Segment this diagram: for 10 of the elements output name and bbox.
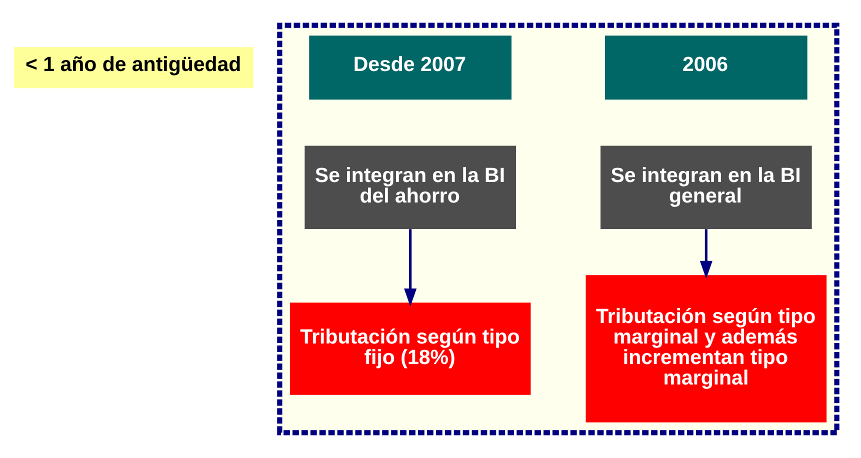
node-box: Tributación según tipo marginal y además incrementan tipo marginal: [586, 275, 827, 422]
arrow: [700, 229, 712, 279]
node-box: Se integran en la BI del ahorro: [304, 146, 516, 229]
cluster: [277, 22, 840, 436]
node-box: < 1 año de antigüedad: [14, 47, 254, 88]
node-box: Desde 2007: [309, 36, 512, 100]
arrow: [404, 229, 417, 306]
node-box: Se integran en la BI general: [600, 146, 812, 229]
node-box: 2006: [605, 36, 808, 100]
node-box: Tributación según tipo fijo (18%): [290, 302, 531, 395]
